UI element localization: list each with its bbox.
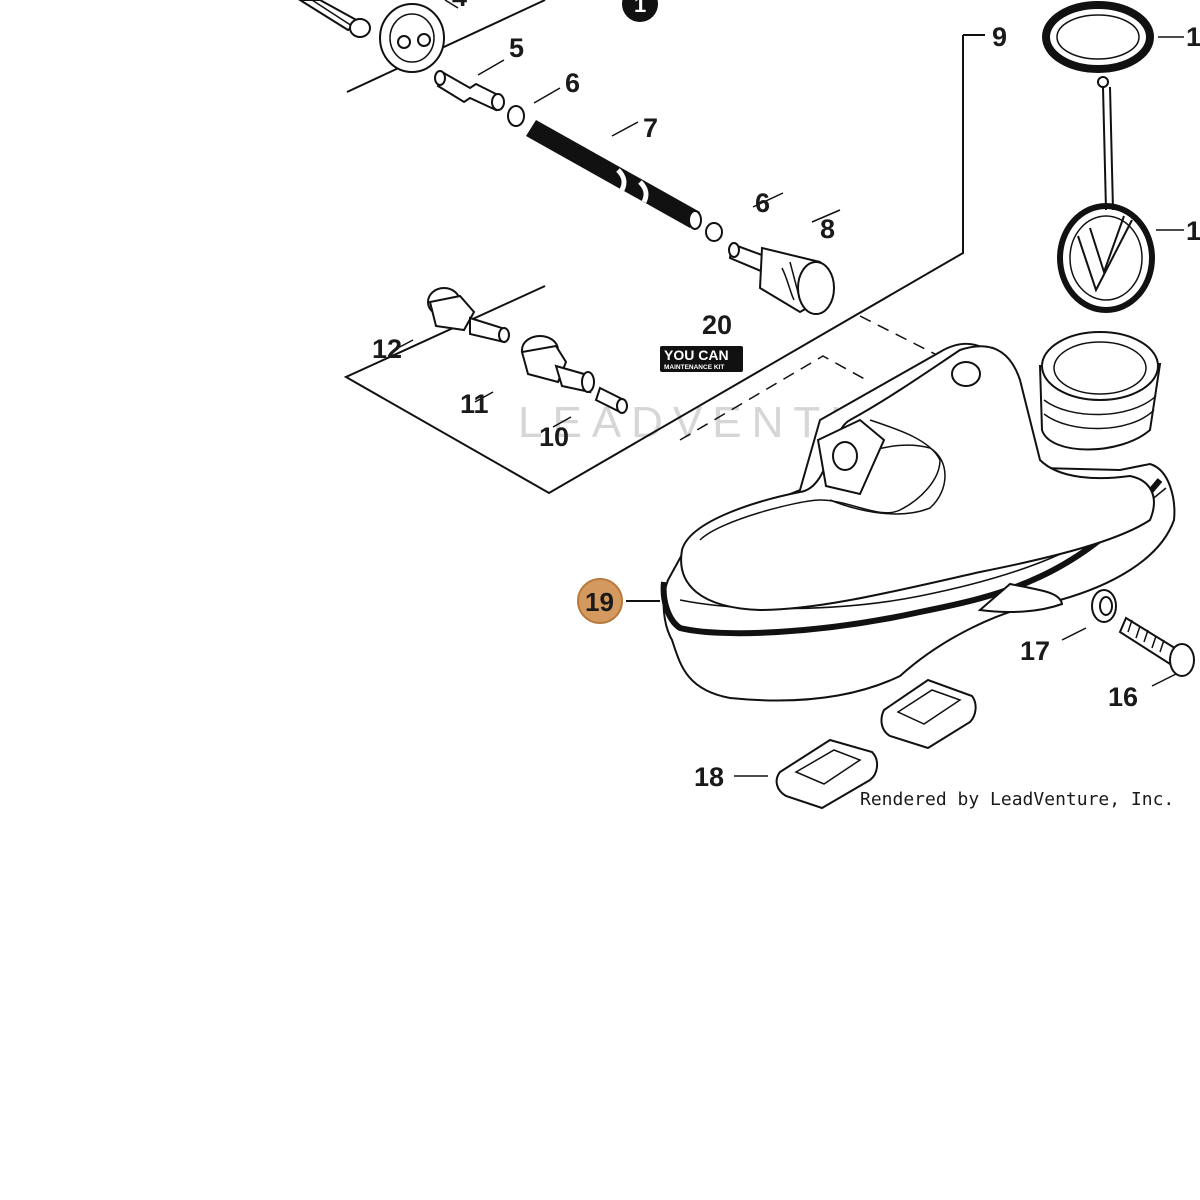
assembly-line-upper [859, 315, 936, 355]
seal-ring-part-9 [1042, 1, 1184, 73]
callout-label-12[interactable]: 12 [372, 334, 402, 364]
callout-label-20[interactable]: 20 [702, 310, 732, 340]
callout-label-8[interactable]: 8 [820, 214, 835, 244]
fuel-filter-part-20 [728, 242, 835, 315]
pad-part-18-lower [734, 738, 878, 810]
fuel-tank-part-19 [660, 331, 1176, 702]
callout-label-17[interactable]: 17 [1020, 636, 1050, 666]
upper-parts-frame [343, 0, 985, 495]
plug-part-10 [594, 386, 628, 414]
callout-label-10[interactable]: 10 [539, 422, 569, 452]
callout-19-highlight[interactable]: 19 [577, 578, 660, 624]
callout-label-6-top[interactable]: 6 [565, 68, 580, 98]
maintenance-kit-badge: YOU CAN MAINTENANCE KIT [660, 346, 743, 372]
fuel-hose-part-7 [526, 120, 702, 230]
o-ring-part-6-bottom [705, 222, 723, 242]
cap-part [1057, 203, 1184, 313]
callout-label-14[interactable]: 1 [1186, 216, 1200, 246]
callout-label-6-bottom[interactable]: 6 [755, 188, 770, 218]
grommet-part [379, 0, 459, 73]
fitting-part-5 [434, 70, 505, 112]
fitting-part-11 [520, 335, 595, 394]
render-credit: Rendered by LeadVenture, Inc. [860, 789, 1174, 810]
callout-label-1: 1 [634, 0, 646, 17]
callout-label-13[interactable]: 1 [1186, 22, 1200, 52]
hose-part-4 [298, 0, 371, 38]
washer-part-17 [1061, 589, 1117, 641]
callout-label-4[interactable]: 4 [452, 0, 467, 12]
kit-badge-subtitle: MAINTENANCE KIT [664, 364, 724, 371]
callout-label-5[interactable]: 5 [509, 33, 524, 63]
callout-label-16[interactable]: 16 [1108, 682, 1138, 712]
kit-badge-title: YOU CAN [664, 347, 729, 363]
callout-label-19: 19 [585, 587, 614, 617]
callout-label-11[interactable]: 11 [460, 389, 489, 419]
callout-label-18[interactable]: 18 [694, 762, 724, 792]
pad-part-18-upper [880, 678, 977, 750]
callout-label-9[interactable]: 9 [992, 22, 1007, 52]
fitting-part-12 [427, 287, 510, 344]
bolt-part-16 [1118, 616, 1195, 687]
assembly-line-lower [679, 355, 871, 441]
o-ring-part-6-top [507, 105, 525, 127]
callout-label-7[interactable]: 7 [643, 113, 658, 143]
callout-1-top[interactable]: 1 [622, 0, 658, 22]
tether-part [1097, 76, 1114, 211]
